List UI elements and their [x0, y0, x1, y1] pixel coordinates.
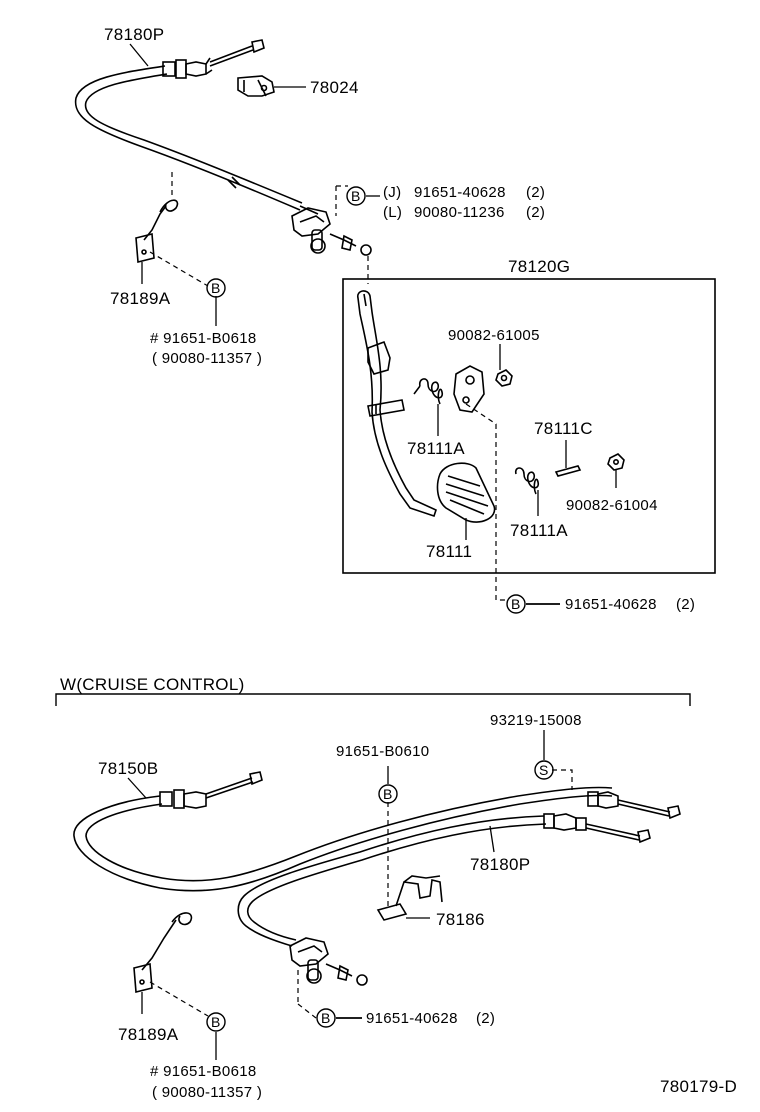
pedal-drawing — [357, 290, 625, 601]
pedal-pad — [436, 462, 496, 523]
bolt-marker-b-left-upper: B — [206, 278, 226, 298]
drawing-code: 780179-D — [660, 1077, 737, 1096]
label-pin: 78111C — [534, 419, 593, 438]
svg-text:B: B — [511, 596, 520, 612]
bolt-marker-b-pedal: B — [506, 594, 526, 614]
spring-lower — [514, 467, 540, 495]
bolt-pedal-part: 91651-40628 — [565, 596, 657, 613]
svg-text:B: B — [351, 188, 360, 204]
label-cable-main-cruise: 78150B — [98, 759, 158, 778]
label-clip-part: 93219-15008 — [490, 712, 582, 729]
bolt-marker-b-upper: B — [346, 186, 366, 206]
bolt-marker-b-mid: B — [378, 784, 398, 804]
cable-end-bracket-cruise — [289, 937, 368, 986]
accelerator-cable-cruise — [73, 771, 681, 892]
leader-lines-cruise — [149, 769, 573, 1019]
bolt-left-upper-line1: # 91651-B0618 — [150, 330, 257, 347]
bolt-bottom-qty: (2) — [476, 1010, 495, 1027]
label-cable-upper: 78180P — [104, 25, 164, 44]
bolt-upper-prefix-j: (J) — [383, 184, 401, 201]
label-clamp-top: 78024 — [310, 78, 359, 97]
label-leaders-upper — [129, 43, 306, 326]
bolt-upper-qty-j: (2) — [526, 184, 545, 201]
bolt-upper-prefix-l: (L) — [383, 204, 402, 221]
bolt-bottom-part: 91651-40628 — [366, 1010, 458, 1027]
leader-lines-upper — [149, 172, 369, 287]
bolt-upper-qty-l: (2) — [526, 204, 545, 221]
pedal-assembly-box — [342, 278, 716, 574]
pin — [554, 465, 582, 477]
label-bolt-mid-part: 91651-B0610 — [336, 743, 429, 760]
nut-upper — [495, 369, 513, 387]
top-section — [74, 39, 372, 326]
bolt-upper-part-j: 91651-40628 — [414, 184, 506, 201]
label-pedal-pad: 78111 — [426, 542, 472, 561]
bracket-78186 — [376, 875, 443, 921]
bolt-left-upper-line2: ( 90080-11357 ) — [152, 350, 262, 367]
clip-marker-s: S — [534, 760, 554, 780]
label-bracket-left-cruise: 78189A — [118, 1025, 179, 1044]
label-spring-upper: 78111A — [407, 439, 465, 458]
bolt-left-cruise-line2: ( 90080-11357 ) — [152, 1084, 262, 1101]
label-cable-secondary-cruise: 78180P — [470, 855, 530, 874]
label-bracket-mid: 78186 — [436, 910, 485, 929]
pedal-bolt-dashed-line — [465, 403, 506, 601]
mounting-plate — [453, 365, 485, 413]
pedal-arm — [357, 290, 437, 518]
bracket-78189a-upper — [135, 199, 179, 264]
cruise-section-header: W(CRUISE CONTROL) — [60, 675, 245, 694]
svg-text:S: S — [539, 762, 548, 778]
label-bracket-left-upper: 78189A — [110, 289, 171, 308]
cable-end-bracket-upper — [291, 207, 372, 256]
label-spring-lower: 78111A — [510, 521, 568, 540]
label-leaders-cruise — [127, 730, 545, 1060]
bolt-pedal-qty: (2) — [676, 596, 695, 613]
spring-upper — [413, 378, 444, 405]
accelerator-cable-upper — [74, 39, 319, 215]
cruise-drawing — [73, 730, 681, 1060]
bolt-upper-part-l: 90080-11236 — [414, 204, 505, 221]
nut-lower — [607, 453, 625, 471]
cruise-cable-secondary — [237, 813, 651, 947]
label-nut-upper: 90082-61005 — [448, 327, 540, 344]
label-nut-lower: 90082-61004 — [566, 497, 658, 514]
pedal-box-title: 78120G — [508, 257, 570, 276]
bolt-left-cruise-line1: # 91651-B0618 — [150, 1063, 257, 1080]
cruise-section-bracket-line — [55, 693, 691, 706]
bolt-marker-b-left-cruise: B — [206, 1012, 226, 1032]
svg-text:B: B — [211, 1014, 220, 1030]
bracket-78189a-cruise — [133, 912, 193, 994]
pedal-box-leaders — [437, 344, 617, 540]
svg-text:B: B — [211, 280, 220, 296]
svg-text:B: B — [383, 786, 392, 802]
bolt-marker-b-bottom: B — [316, 1008, 336, 1028]
svg-text:B: B — [321, 1010, 330, 1026]
clamp-78024 — [237, 75, 275, 97]
